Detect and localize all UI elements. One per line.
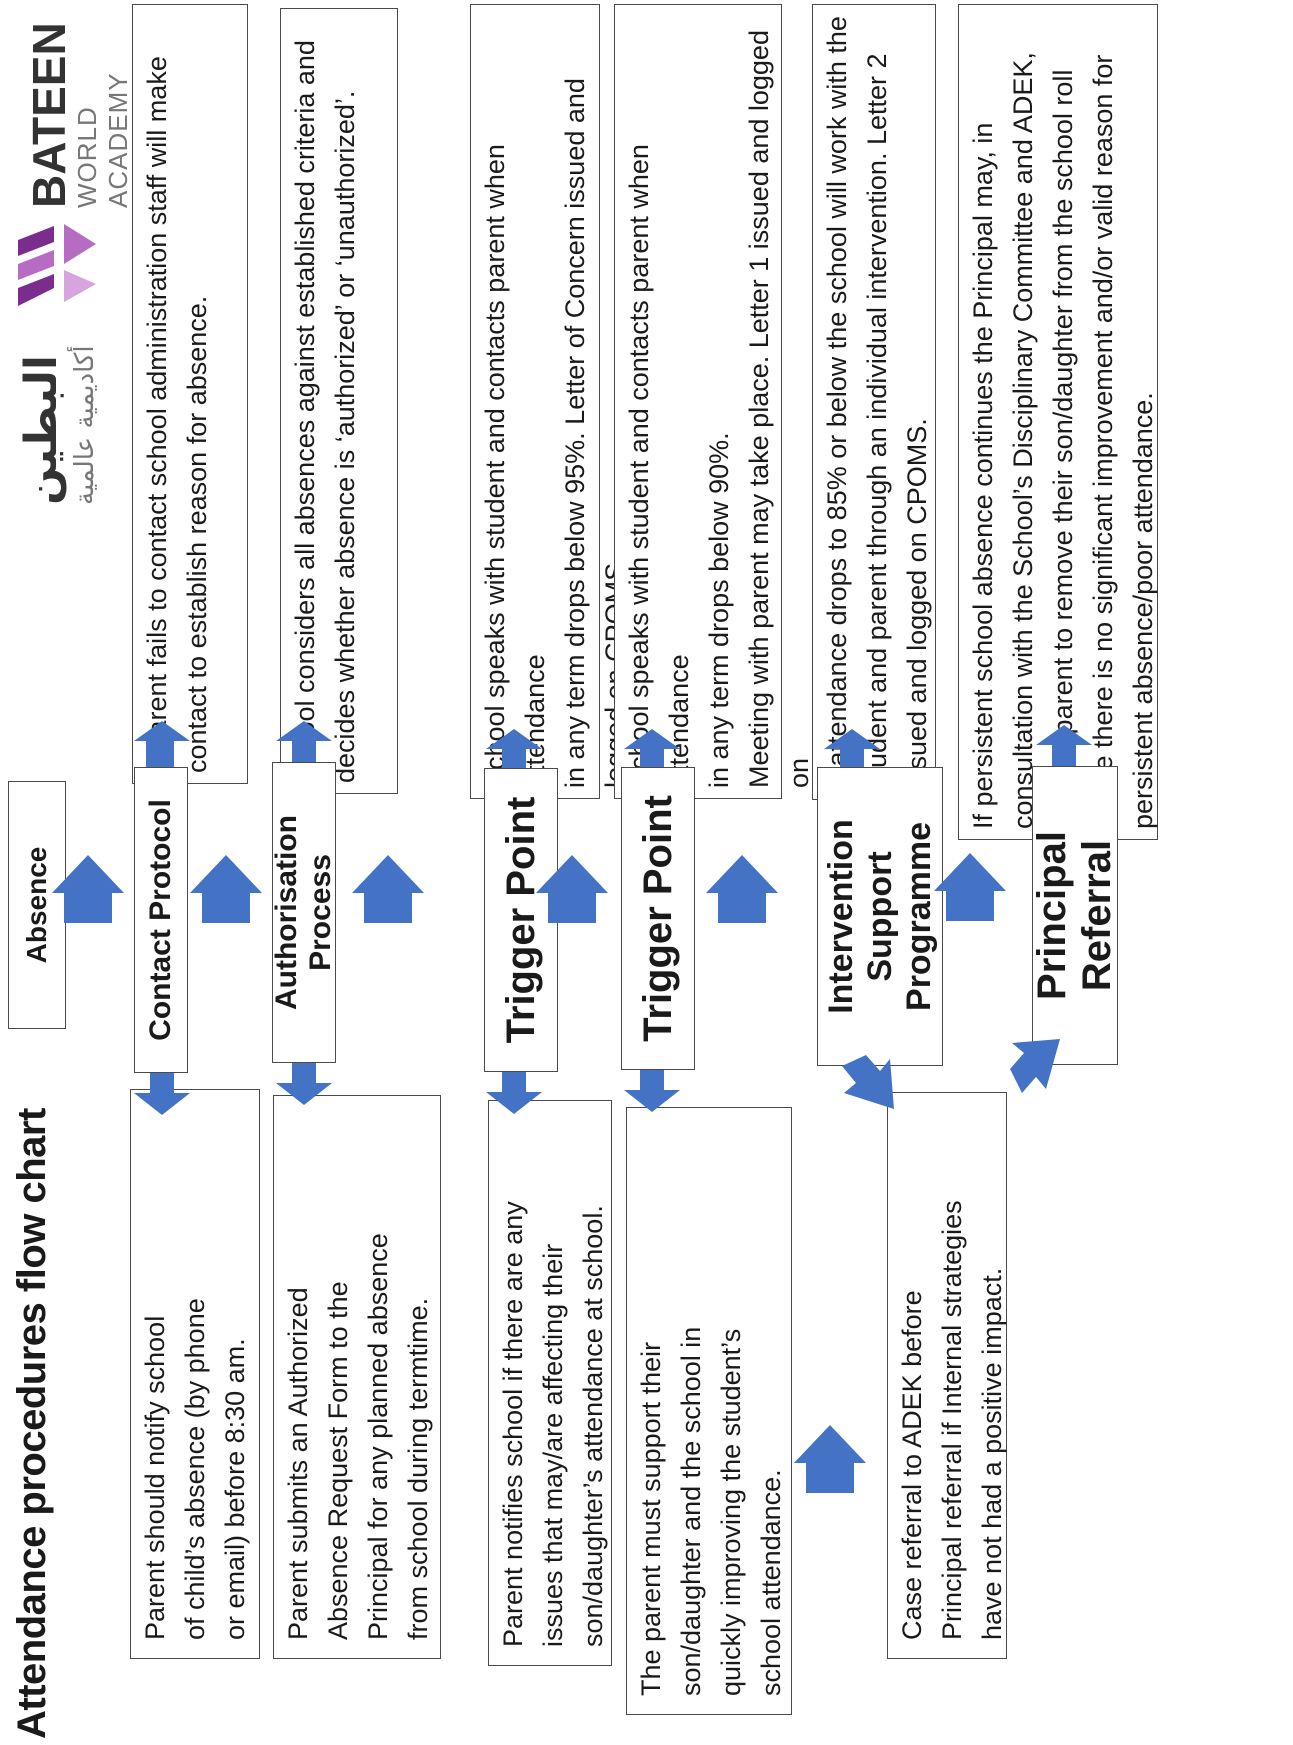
arrow-principal-up-icon	[1036, 725, 1092, 766]
arrow-to-adek-icon	[794, 1425, 866, 1493]
arrow-absence-contact-icon	[52, 855, 124, 923]
arrow-trigger2-to-parent-icon	[624, 1070, 680, 1112]
logo-mark-icon	[18, 224, 96, 306]
arrow-trigger2-intervention-icon	[706, 855, 778, 923]
arrow-intervention-to-adek-icon	[842, 1055, 894, 1109]
arrow-authorisation-to-detail-icon	[276, 721, 332, 762]
arrow-contact-authorisation-icon	[190, 855, 262, 923]
school-logo: البطين أكاديمية عالمية BATEEN WORLD ACAD…	[8, 5, 133, 505]
arrow-trigger2-to-detail-icon	[624, 729, 680, 767]
arrow-trigger1-to-parent-icon	[486, 1072, 542, 1114]
arrow-authorisation-trigger1-icon	[352, 855, 424, 923]
arrow-trigger1-trigger2-icon	[536, 855, 608, 923]
arrow-intervention-to-detail-icon	[824, 729, 880, 767]
arrow-trigger1-to-detail-icon	[486, 729, 542, 768]
arrow-contact-to-parent-icon	[134, 1073, 190, 1115]
arrow-contact-to-detail-icon	[134, 721, 190, 767]
arrow-authorisation-to-parent-icon	[276, 1063, 332, 1105]
arrow-intervention-principal-icon	[934, 853, 1006, 921]
arrow-adek-to-principal-icon	[1010, 1039, 1060, 1093]
